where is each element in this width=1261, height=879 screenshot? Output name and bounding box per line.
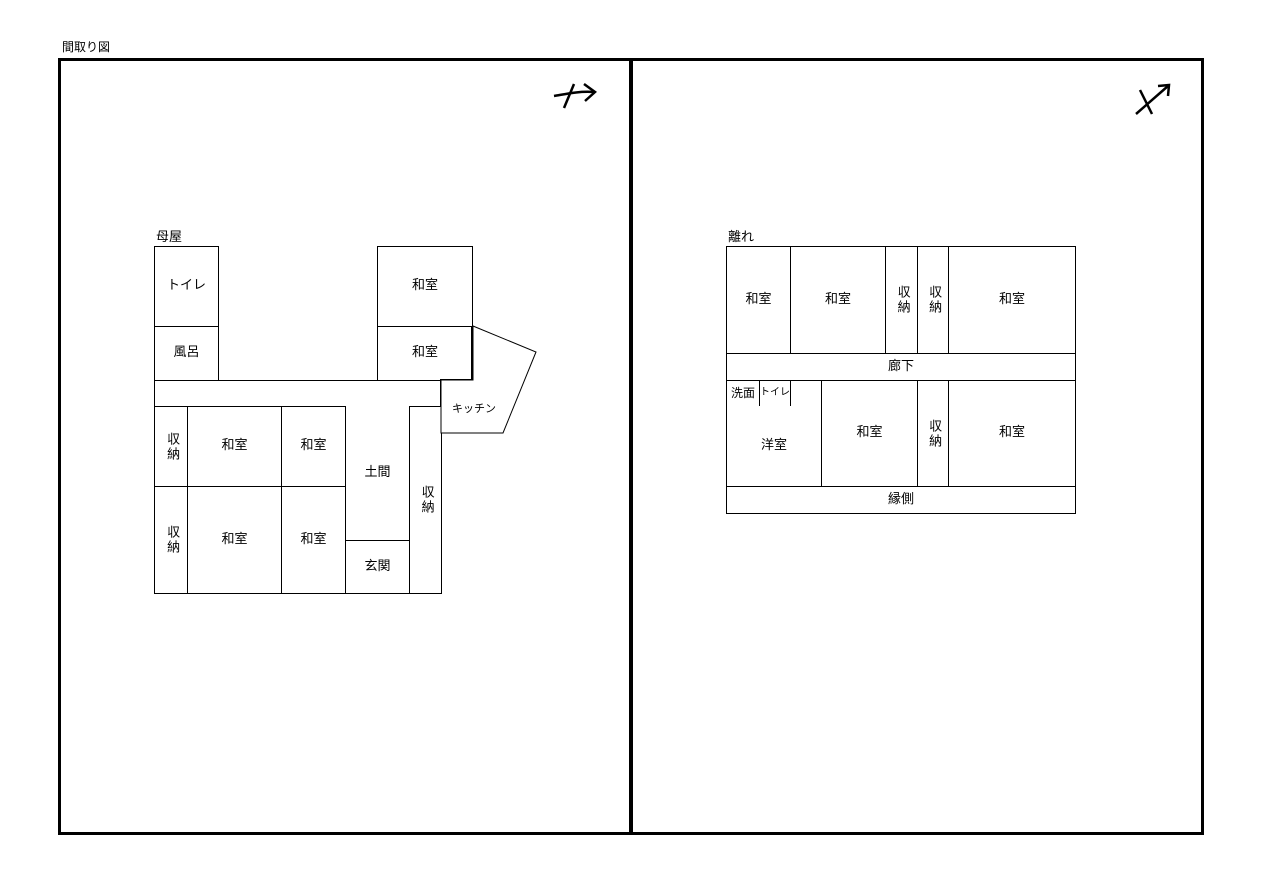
room-annex-washroom: 洗面 xyxy=(726,380,760,407)
room-storage-left-2: 収納 xyxy=(154,486,188,594)
north-arrow-icon-annex xyxy=(1135,83,1171,115)
main-corridor xyxy=(154,380,441,407)
room-annex-storage-1: 収納 xyxy=(885,246,918,354)
room-washitsu-bottom-2: 和室 xyxy=(281,486,346,594)
room-annex-engawa: 縁側 xyxy=(726,486,1076,514)
room-annex-storage-2: 収納 xyxy=(917,246,949,354)
annex-label: 離れ xyxy=(728,230,755,245)
room-annex-western: 洋室 xyxy=(726,406,822,487)
room-annex-storage-3: 収納 xyxy=(917,380,949,487)
room-annex-washitsu-5: 和室 xyxy=(948,380,1076,487)
room-washitsu-mid-1: 和室 xyxy=(187,406,282,487)
room-doma: 土間 xyxy=(345,406,410,541)
room-annex-corridor: 廊下 xyxy=(726,353,1076,381)
room-annex-washitsu-2: 和室 xyxy=(790,246,886,354)
room-annex-toilet: トイレ xyxy=(759,380,791,407)
page-title: 間取り図 xyxy=(62,40,111,54)
room-annex-washitsu-3: 和室 xyxy=(948,246,1076,354)
room-kitchen: キッチン xyxy=(452,402,496,415)
kitchen-shape xyxy=(440,325,537,434)
room-annex-washitsu-4: 和室 xyxy=(821,380,918,487)
north-arrow-icon xyxy=(553,82,597,109)
room-storage-right: 収納 xyxy=(409,406,442,594)
room-annex-washitsu-1: 和室 xyxy=(726,246,791,354)
room-bath: 風呂 xyxy=(154,326,219,381)
room-genkan: 玄関 xyxy=(345,540,410,594)
main-house-label: 母屋 xyxy=(156,230,183,245)
wall-corner xyxy=(471,326,473,381)
annex-panel xyxy=(629,58,1204,835)
room-toilet: トイレ xyxy=(154,246,219,327)
room-washitsu-top-1: 和室 xyxy=(377,246,473,327)
room-washitsu-mid-2: 和室 xyxy=(281,406,346,487)
room-storage-left-1: 収納 xyxy=(154,406,188,487)
room-washitsu-bottom-1: 和室 xyxy=(187,486,282,594)
